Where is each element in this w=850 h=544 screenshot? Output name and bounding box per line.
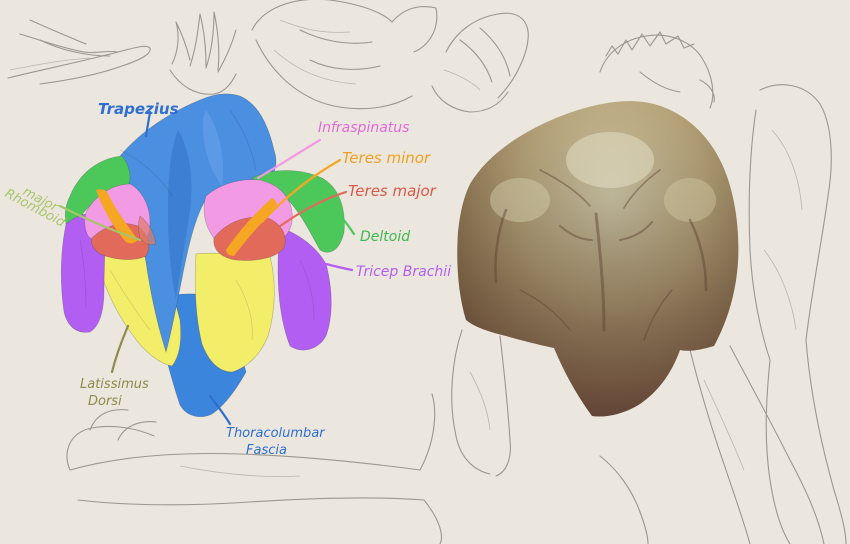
muscle-teres-minor-left xyxy=(96,189,138,244)
sketch-bent-arm-top xyxy=(251,0,438,110)
label-thoracolumbar-line1: Thoracolumbar xyxy=(226,426,326,441)
sketch-shoulder-top xyxy=(431,12,529,113)
label-deltoid: Deltoid xyxy=(360,229,410,245)
painted-back-study xyxy=(457,101,739,417)
label-teres-major: Teres major xyxy=(348,182,437,200)
sketch-arm-right xyxy=(748,84,847,544)
sketch-head xyxy=(599,31,715,109)
label-latissimus-line1: Latissimus xyxy=(80,377,149,392)
label-trapezius: Trapezius xyxy=(98,100,179,118)
label-teres-minor: Teres minor xyxy=(342,149,431,167)
label-latissimus-line2: Dorsi xyxy=(88,394,122,409)
label-thoracolumbar-line2: Fascia xyxy=(246,443,287,458)
sketch-hand-raised xyxy=(169,11,237,95)
sketch-lower-arm-bottom-left xyxy=(66,393,442,544)
label-leader-lines xyxy=(58,110,356,426)
sketch-forearms-bottom-right xyxy=(451,329,825,544)
label-tricep-brachii: Tricep Brachii xyxy=(356,264,451,280)
sketch-hand-top-left xyxy=(7,19,151,85)
label-infraspinatus: Infraspinatus xyxy=(318,120,409,136)
muscle-latissimus-right xyxy=(194,252,275,373)
muscle-teres-minor-right xyxy=(226,198,277,256)
colored-back-model xyxy=(60,93,345,417)
muscle-rhomboid xyxy=(138,215,157,246)
muscle-tricep-right xyxy=(277,227,332,351)
